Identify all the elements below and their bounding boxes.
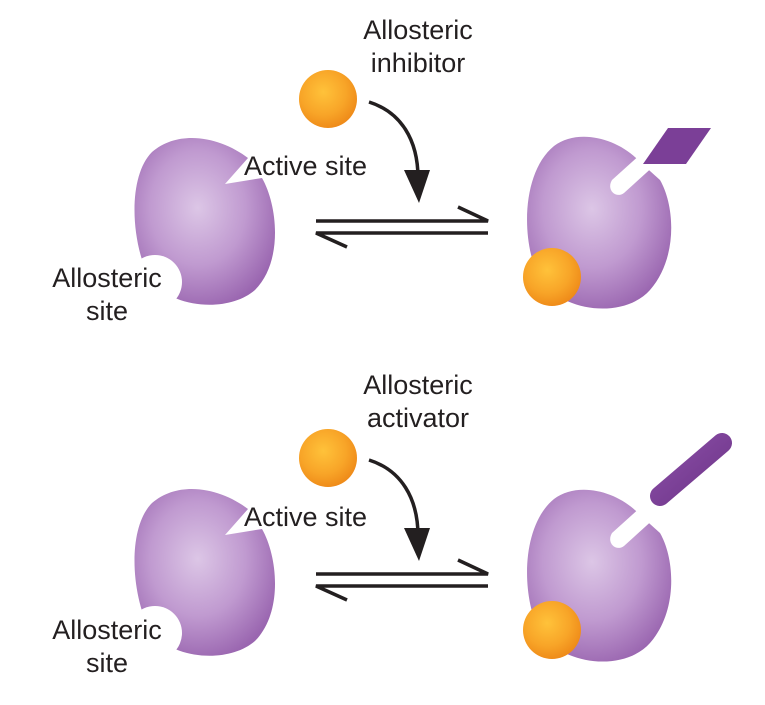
binding-arrowhead (404, 170, 430, 203)
panel-inhibitor (128, 70, 711, 309)
bound-activator-ball (523, 601, 581, 659)
effector-label-line2: activator (366, 403, 470, 433)
binding-arrowhead (404, 528, 430, 561)
effector-label-inhibitor: Allosteric inhibitor (338, 14, 498, 80)
effector-label-activator: Allosteric activator (338, 369, 498, 435)
binding-arrow (368, 458, 420, 537)
equilibrium-arrows (315, 558, 489, 602)
active-site-label: Active site (244, 151, 368, 181)
allosteric-site-notch (128, 255, 182, 309)
allosteric-site-label-line2: site (85, 296, 129, 326)
active-site-label: Active site (244, 502, 368, 532)
allosteric-site-label-line1: Allosteric (52, 263, 162, 293)
bound-inhibitor-ball (523, 248, 581, 306)
allosteric-activator-ball (299, 429, 357, 487)
binding-arrow (368, 100, 420, 179)
allosteric-site-label: Allosteric site (33, 614, 181, 680)
allosteric-inhibitor-ball (299, 70, 357, 128)
active-site-channel (610, 505, 656, 548)
effector-label-line1: Allosteric (363, 370, 473, 400)
allosteric-site-notch (128, 606, 182, 660)
effector-label-line2: inhibitor (370, 48, 466, 78)
panel-activator (128, 429, 732, 662)
equilibrium-arrows (315, 205, 489, 249)
substrate-bar (650, 433, 732, 506)
substrate-parallelogram (643, 128, 711, 164)
allosteric-site-label-line2: site (85, 648, 129, 678)
allosteric-site-label: Allosteric site (33, 262, 181, 328)
effector-label-line1: Allosteric (363, 15, 473, 45)
allosteric-site-label-line1: Allosteric (52, 615, 162, 645)
